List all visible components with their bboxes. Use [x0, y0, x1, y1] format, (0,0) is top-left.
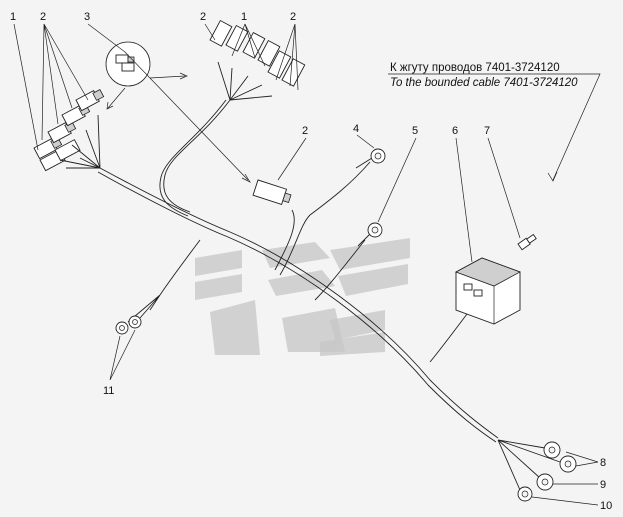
ring-terminal-5 — [357, 222, 383, 247]
top-connector-group — [209, 19, 306, 101]
connector-icon — [105, 41, 188, 110]
callout-1: 1 — [10, 11, 16, 23]
callout-10: 10 — [600, 500, 612, 512]
callout-7: 7 — [484, 125, 490, 137]
callout-11: 11 — [103, 385, 114, 397]
ring-terminal-11 — [115, 294, 161, 335]
callout-8: 8 — [600, 457, 606, 469]
callout-4: 4 — [353, 123, 359, 135]
left-connector-group — [33, 89, 105, 172]
watermark-logo — [195, 238, 410, 356]
callout-2: 2 — [200, 11, 206, 23]
callout-1: 1 — [241, 11, 247, 23]
fuse-box-icon — [455, 257, 521, 325]
harness-trunk — [97, 99, 499, 443]
callout-2: 2 — [290, 11, 296, 23]
callout-3: 3 — [84, 11, 90, 23]
callout-2: 2 — [302, 125, 308, 137]
caption-en: To the bounded cable 7401-3724120 — [390, 77, 578, 89]
caption-ru: К жгуту проводов 7401-3724120 — [390, 62, 560, 74]
ring-terminal-4 — [355, 148, 386, 169]
callout-5: 5 — [412, 125, 418, 137]
callout-6: 6 — [452, 125, 458, 137]
small-connector-7 — [517, 233, 537, 251]
ring-terminal-group-8-10 — [497, 439, 577, 502]
leader-lines — [13, 23, 601, 506]
mid-connector — [252, 179, 292, 206]
callout-2: 2 — [40, 11, 46, 23]
callout-9: 9 — [600, 479, 606, 491]
